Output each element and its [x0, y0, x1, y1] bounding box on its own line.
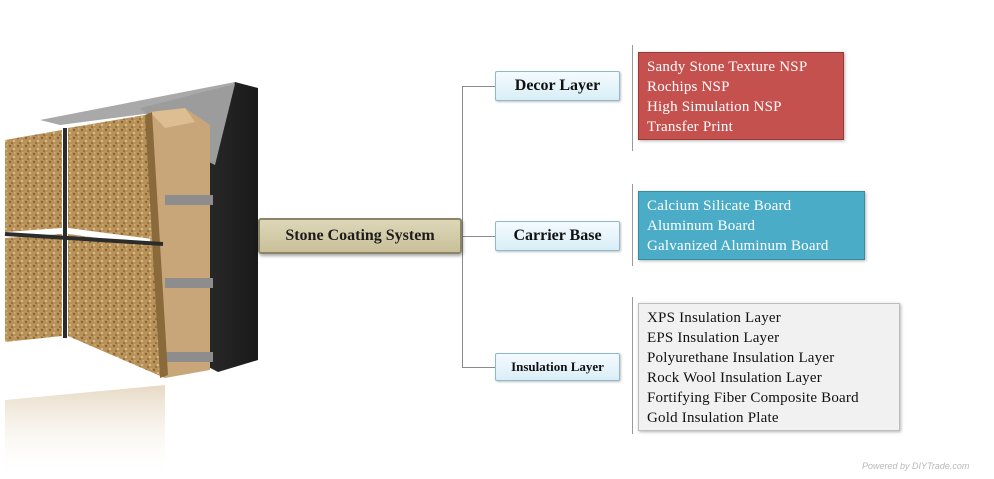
root-node-label: Stone Coating System — [285, 227, 435, 244]
connector-vertical — [462, 86, 463, 367]
bracket-decor — [632, 45, 633, 151]
list-item: Aluminum Board — [647, 218, 756, 234]
carrier-base-items: Calcium Silicate Board Aluminum Board Ga… — [638, 191, 865, 260]
list-item: High Simulation NSP — [647, 99, 782, 115]
stone-panel-top-right — [68, 115, 160, 240]
metal-bracket — [165, 195, 213, 205]
insulation-panel — [150, 108, 210, 378]
bracket-insulation — [632, 297, 633, 434]
list-item: Rochips NSP — [647, 79, 730, 95]
list-item: Polyurethane Insulation Layer — [647, 350, 835, 366]
bracket-carrier — [632, 184, 633, 266]
category-label: Decor Layer — [514, 77, 601, 94]
list-item: XPS Insulation Layer — [647, 310, 781, 326]
category-label: Carrier Base — [513, 227, 602, 244]
category-label: Insulation Layer — [511, 359, 604, 374]
list-item: EPS Insulation Layer — [647, 330, 780, 346]
list-item: Rock Wool Insulation Layer — [647, 370, 822, 386]
list-item: Sandy Stone Texture NSP — [647, 59, 808, 75]
category-decor-layer: Decor Layer — [495, 71, 620, 101]
list-item: Calcium Silicate Board — [647, 198, 792, 214]
connector-carrier — [462, 236, 495, 237]
insulation-layer-items: XPS Insulation Layer EPS Insulation Laye… — [638, 303, 900, 431]
stone-panel-top-left — [5, 130, 62, 232]
connector-decor — [462, 86, 495, 87]
category-insulation-layer: Insulation Layer — [495, 353, 620, 381]
list-item: Gold Insulation Plate — [647, 410, 779, 426]
list-item: Fortifying Fiber Composite Board — [647, 390, 859, 406]
watermark-text: Powered by DIYTrade.com — [862, 461, 970, 471]
root-node-stone-coating-system: Stone Coating System — [258, 218, 462, 254]
wall-reflection — [5, 385, 165, 479]
connector-insulation — [462, 367, 495, 368]
list-item: Galvanized Aluminum Board — [647, 238, 829, 254]
list-item: Transfer Print — [647, 119, 733, 135]
category-carrier-base: Carrier Base — [495, 221, 620, 251]
stone-panel-bottom-left — [5, 234, 62, 342]
concrete-layer — [40, 82, 235, 125]
stone-panel-bottom-right — [68, 234, 165, 378]
decor-layer-items: Sandy Stone Texture NSP Rochips NSP High… — [638, 52, 844, 140]
